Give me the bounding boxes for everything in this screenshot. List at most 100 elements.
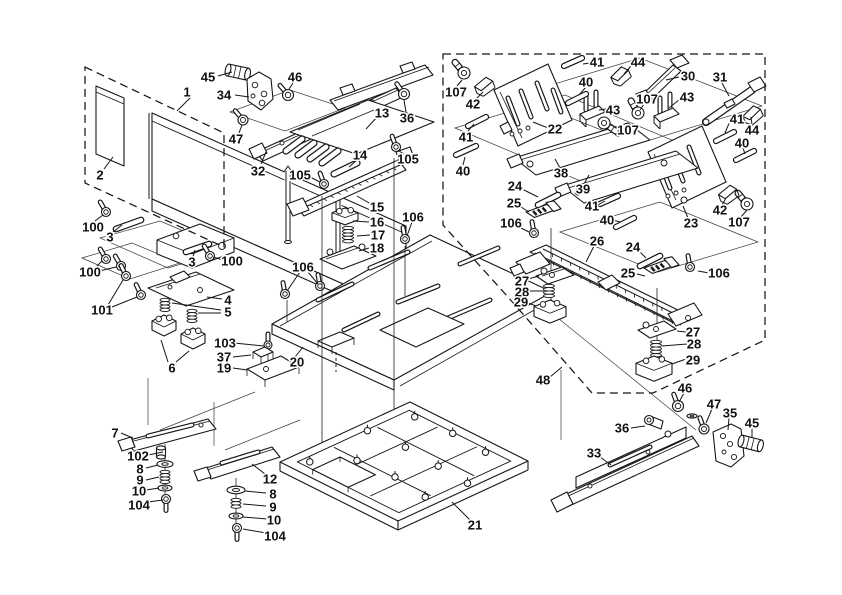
part-shape-q-129 [723, 98, 736, 109]
part-shape-sp-53 [186, 308, 198, 324]
part-shape-sc-48 [118, 263, 132, 282]
part-label-100: 100 [221, 254, 243, 269]
part-label-25: 25 [507, 196, 521, 211]
part-label-47: 47 [707, 397, 721, 412]
part-label-38: 38 [554, 166, 568, 181]
part-shape-pn-145 [612, 214, 638, 231]
part-label-46: 46 [678, 381, 692, 396]
part-shape-q-122 [561, 150, 699, 204]
part-label-101: 101 [91, 303, 113, 318]
part-shape-th-10 [159, 391, 256, 431]
part-shape-bs-107 [451, 58, 471, 80]
part-shape-q-158 [509, 263, 525, 277]
part-shape-sp-85 [159, 469, 171, 485]
part-label-3: 3 [106, 230, 113, 245]
part-shape-sc-40 [317, 170, 330, 190]
part-shape-sl-65 [445, 297, 493, 321]
part-shape-pn-22 [294, 139, 318, 159]
part-shape-ci-119 [680, 196, 688, 204]
part-shape-th-6 [547, 309, 697, 431]
part-shape-sl-62 [315, 281, 355, 303]
part-label-24: 24 [626, 240, 641, 255]
part-shape-hb-27 [302, 164, 401, 209]
part-label-44: 44 [631, 55, 646, 70]
part-shape-pn-25 [330, 159, 361, 178]
part-shape-bs-135 [734, 189, 754, 211]
part-label-36: 36 [615, 421, 629, 436]
part-shape-sl-113 [550, 87, 564, 115]
part-label-40: 40 [456, 164, 470, 179]
part-shape-pn-21 [282, 135, 306, 155]
part-shape-br-54 [151, 314, 177, 337]
part-shape-sl-80 [145, 422, 195, 439]
part-label-33: 33 [587, 446, 601, 461]
part-shape-sc-49 [133, 282, 147, 301]
part-label-44: 44 [745, 123, 760, 138]
part-label-41: 41 [590, 55, 604, 70]
part-shape-sl-98 [607, 444, 653, 468]
part-shape-q-126 [635, 89, 651, 103]
part-label-1: 1 [183, 85, 190, 100]
part-label-28: 28 [515, 285, 529, 300]
part-shape-sp-168 [650, 339, 662, 358]
part-label-20: 20 [290, 355, 304, 370]
part-label-40: 40 [579, 75, 593, 90]
part-label-103: 103 [214, 336, 236, 351]
part-label-10: 10 [267, 513, 281, 528]
part-shape-sc-47 [201, 243, 216, 262]
part-label-46: 46 [288, 70, 302, 85]
part-shape-cl-137 [742, 105, 764, 126]
part-shape-pn-42 [112, 216, 145, 233]
part-shape-sl-111 [518, 88, 534, 120]
part-shape-pn-146 [732, 147, 758, 164]
part-shape-sc-152 [684, 253, 696, 273]
part-shape-cu-132 [653, 91, 680, 130]
part-label-102: 102 [127, 449, 149, 464]
part-label-27: 27 [686, 325, 700, 340]
part-shape-sc-102 [671, 391, 685, 413]
part-label-34: 34 [217, 88, 232, 103]
part-shape-q-15 [329, 64, 434, 111]
part-shape-q-159 [667, 302, 703, 327]
part-shape-cn-101 [643, 414, 664, 430]
part-shape-cy-106 [737, 434, 764, 453]
part-shape-br-30 [331, 206, 359, 226]
part-shape-q-125 [669, 54, 690, 69]
part-label-12: 12 [263, 472, 277, 487]
part-shape-pn-140 [464, 113, 490, 130]
part-shape-br-169 [635, 355, 673, 382]
part-shape-pn-147 [534, 191, 562, 209]
part-label-29: 29 [514, 295, 528, 310]
part-label-43: 43 [606, 103, 620, 118]
part-label-40: 40 [600, 213, 614, 228]
part-label-107: 107 [636, 92, 658, 107]
part-label-5: 5 [224, 305, 231, 320]
part-shape-q-19 [248, 142, 268, 160]
part-label-32: 32 [251, 164, 265, 179]
part-shape-tq-5 [558, 201, 760, 273]
part-shape-pn-139 [560, 54, 586, 70]
part-shape-wa-84 [156, 460, 174, 468]
part-label-13: 13 [375, 106, 389, 121]
part-shape-q-17 [399, 61, 416, 74]
part-shape-sc-41 [389, 133, 402, 153]
part-label-100: 100 [79, 265, 101, 280]
part-shape-ci-163 [540, 267, 548, 275]
assembly-48-boundary [442, 53, 766, 394]
part-shape-q-69 [317, 331, 355, 354]
part-label-23: 23 [684, 216, 698, 231]
part-shape-sl-66 [341, 311, 381, 333]
part-label-14: 14 [353, 148, 368, 163]
part-shape-q-36 [246, 71, 274, 111]
part-label-27: 27 [515, 274, 529, 289]
part-shape-th-11 [224, 419, 301, 451]
part-label-30: 30 [681, 69, 695, 84]
part-shape-sl-110 [505, 95, 521, 127]
part-label-104: 104 [264, 529, 286, 544]
part-shape-tq-4 [513, 57, 764, 145]
part-label-6: 6 [168, 361, 175, 376]
part-shape-sc-104 [697, 415, 710, 435]
part-shape-br-165 [533, 299, 567, 324]
part-shape-br-55 [180, 327, 206, 350]
part-shape-sl-89 [219, 449, 261, 466]
